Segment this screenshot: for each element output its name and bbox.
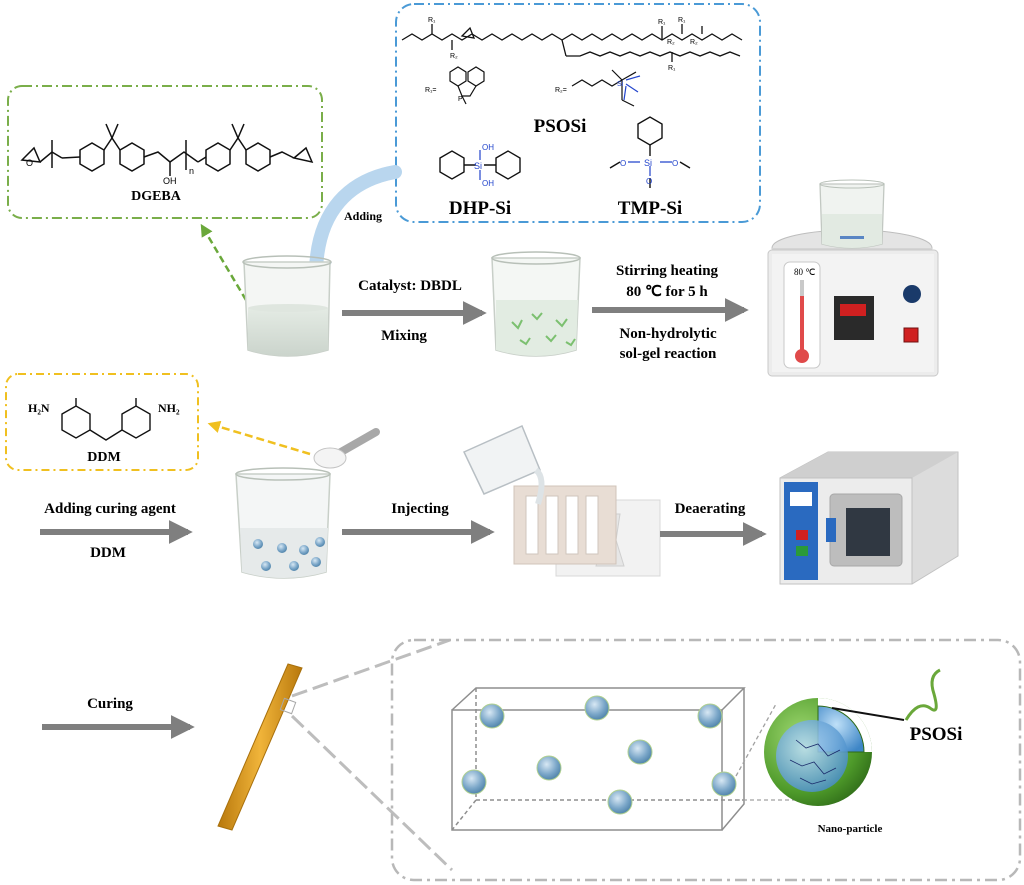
svg-text:R₁: R₁ [668,65,676,72]
svg-text:R₂: R₂ [450,53,458,60]
r2-si [623,75,641,101]
psosi-pointer [831,707,905,721]
r2-group [571,69,637,107]
dgeba-label: DGEBA [131,189,182,204]
deaerating-label: Deaerating [675,501,746,517]
svg-text:R₁: R₁ [678,17,686,24]
beaker-2 [491,251,581,357]
svg-text:R₁: R₁ [428,17,436,24]
tmp-si-o2: O [672,159,678,168]
zoom-panel [390,638,1022,882]
psosi-structure [401,24,743,62]
svg-text:R₂: R₂ [690,39,698,46]
adding-label: Adding [344,209,382,223]
ddm-box-label: DDM [87,450,120,465]
psosi-r-labels: R₁ R₂ R₁ R₁ R₂ R₂ R₁ R₁= R₂= [425,17,698,94]
ddm-panel [5,373,199,471]
tmp-si-label: TMP-Si [618,198,682,219]
vacuum-oven [779,451,959,585]
tmp-si-o3: O [646,177,652,186]
nano-sphere [764,698,872,806]
adding-curing-label: Adding curing agent [44,501,176,517]
r1-p: P [458,96,463,103]
injecting-label: Injecting [391,501,449,517]
molds [513,485,661,577]
dhp-si-structure [439,150,521,180]
psosi-label: PSOSi [534,116,587,137]
ddm-structure [61,398,151,441]
psosi-panel: R₁ R₂ R₁ R₁ R₂ R₂ R₁ R₁= R₂= P Si PSOSi [395,3,761,223]
dhp-si-label: DHP-Si [449,198,511,219]
nanoparticles [461,695,737,815]
curing-label: Curing [87,696,133,712]
temp-time-label: 80 ℃ for 5 h [626,284,708,300]
ddm-link-arrow [207,420,311,456]
zoom-lines [290,638,454,872]
sphere-zoom-lines [735,703,804,801]
ddm-step-label: DDM [90,545,126,561]
nano-particle-label: Nano-particle [818,823,883,835]
beaker-1 [242,255,332,357]
beaker-3 [235,467,331,579]
psosi-chain [904,668,941,721]
r1-group [449,66,485,105]
tmp-si-bonds [628,161,672,176]
tmp-si-structure [609,116,691,188]
mixing-label: Mixing [381,328,427,344]
svg-text:R₂=: R₂= [555,87,567,94]
dgeba-oh: OH [163,176,177,186]
spoon [313,428,380,469]
catalyst-label: Catalyst: DBDL [358,278,462,294]
svg-text:R₁=: R₁= [425,87,437,94]
dgeba-link-arrow [200,223,248,301]
reaction-label-1: Non-hydrolytic [619,326,717,342]
svg-text:R₂: R₂ [667,39,675,46]
dhp-si-si: Si [474,161,482,171]
tmp-si-o1: O [620,159,626,168]
pouring-cup [462,424,545,505]
ddm-nh2: NH₂ [158,401,180,415]
stirring-label: Stirring heating [616,263,719,279]
svg-text:R₁: R₁ [658,19,666,26]
r2-si-label: Si [617,81,624,88]
heater-temp: 80 ℃ [794,267,815,277]
tmp-si-si: Si [644,158,652,168]
dhp-si-oh2: OH [482,179,494,188]
dgeba-structure [20,123,314,176]
dgeba-o1: O [26,158,33,168]
dgeba-n: n [189,166,194,176]
reaction-label-2: sol-gel reaction [620,346,717,362]
psosi-bottom-label: PSOSi [910,724,963,745]
heating-stirrer [767,179,939,377]
dhp-si-oh1: OH [482,143,494,152]
ddm-h2n: H₂N [28,401,50,415]
cured-rod [217,663,303,831]
dgeba-panel: DGEBA O OH n [7,85,323,219]
